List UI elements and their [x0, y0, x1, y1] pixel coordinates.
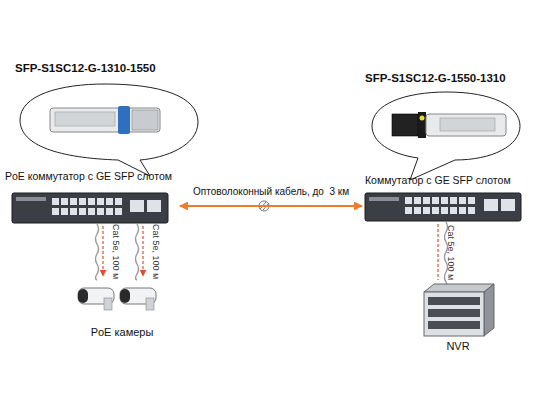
- fiber-link: [180, 205, 362, 207]
- switch-label: Коммутатор с GE SFP слотом: [365, 174, 511, 186]
- edge-label: Cat 5e, 100 м: [151, 224, 161, 279]
- sfp-callout: SFP-S1SC12-G-1310-1550: [10, 62, 205, 162]
- cable-link: [142, 226, 143, 276]
- poe-switch: [12, 193, 168, 223]
- poe-switch: PoE коммутатор с GE SFP слотом: [5, 170, 180, 226]
- cable-link: [437, 224, 438, 280]
- nvr-server: [424, 284, 494, 336]
- sfp-module: [392, 112, 506, 138]
- fiber-symbol: [259, 201, 269, 211]
- cable-link: [102, 226, 103, 276]
- sfp-module: [50, 106, 160, 134]
- edge-label: Оптоволоконный кабель, до 3 км: [193, 186, 349, 197]
- device-label: NVR: [418, 340, 498, 352]
- poe-camera: [120, 288, 156, 310]
- edge-label: Cat 5e, 100 м: [446, 225, 456, 280]
- sfp-callout: SFP-S1SC12-G-1550-1310: [362, 72, 527, 164]
- twisted-cable: [96, 222, 448, 290]
- switch: Коммутатор с GE SFP слотом: [362, 174, 527, 224]
- switch: [365, 193, 521, 221]
- device-label: PoE камеры: [72, 326, 172, 338]
- callout-bubble: [20, 84, 198, 176]
- camera-group: PoE камеры: [72, 276, 172, 338]
- module-title: SFP-S1SC12-G-1550-1310: [365, 72, 506, 84]
- poe-camera: [78, 288, 114, 310]
- callout-bubble: [372, 92, 520, 180]
- switch-label: PoE коммутатор с GE SFP слотом: [5, 170, 172, 182]
- edge-label: Cat 5e, 100 м: [111, 224, 121, 279]
- module-title: SFP-S1SC12-G-1310-1550: [15, 62, 156, 74]
- nvr: NVR: [418, 280, 498, 352]
